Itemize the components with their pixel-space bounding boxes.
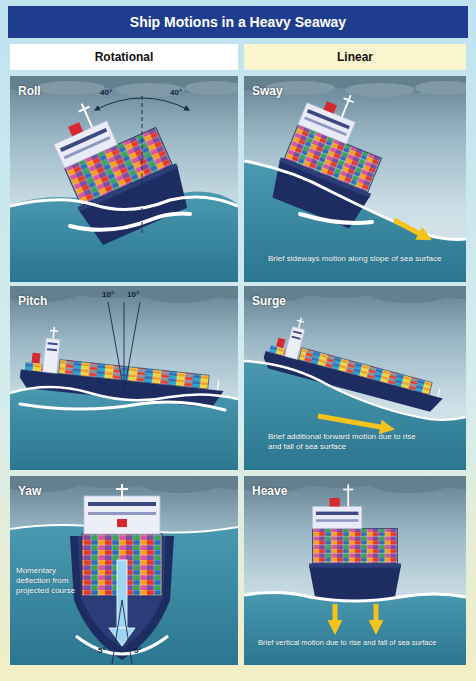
diagram-title: Ship Motions in a Heavy Seaway <box>8 6 468 38</box>
surge-scene <box>244 286 466 470</box>
ship-top-view <box>88 512 156 515</box>
yaw-scene <box>195 476 238 489</box>
motion-description: Brief vertical motion due to rise and fa… <box>258 638 458 648</box>
angle-label: 5° <box>98 646 106 655</box>
yaw-scene <box>10 476 238 493</box>
motion-name: Roll <box>18 84 41 98</box>
column-heading: Rotational <box>10 44 238 70</box>
sway-scene <box>244 76 466 282</box>
ship-top-view <box>70 484 174 660</box>
pitch-scene <box>10 286 238 470</box>
motion-panel: YawMomentary deflection from projected c… <box>10 476 238 665</box>
motion-panel: SurgeBrief additional forward motion due… <box>244 286 466 470</box>
motion-panel: Roll <box>10 76 238 282</box>
column-heading: Linear <box>244 44 466 70</box>
angle-label: 40° <box>170 88 182 97</box>
motion-name: Pitch <box>18 294 47 308</box>
surge-scene <box>425 286 466 299</box>
ship-top-view <box>121 484 123 500</box>
angle-line <box>122 600 132 664</box>
angle-label: 10° <box>127 290 139 299</box>
surge-scene <box>244 361 466 420</box>
heave-scene <box>244 476 466 665</box>
ship-top-view <box>88 502 156 506</box>
ship-front-view <box>40 78 195 248</box>
angle-label: 40° <box>100 88 112 97</box>
pitch-scene <box>10 286 238 470</box>
sway-scene <box>415 81 466 95</box>
motion-panel: HeaveBrief vertical motion due to rise a… <box>244 476 466 665</box>
roll-scene <box>10 76 238 282</box>
motion-name: Heave <box>252 484 287 498</box>
angle-line <box>124 302 140 392</box>
sway-scene <box>265 81 466 97</box>
roll-scene <box>35 81 238 97</box>
angle-label: 10° <box>102 290 114 299</box>
column-header: Linear <box>244 44 466 70</box>
ship-top-view <box>84 496 160 534</box>
heave-scene <box>244 592 466 601</box>
motion-arrow <box>333 604 338 626</box>
yaw-scene <box>10 524 238 665</box>
angle-line <box>108 302 124 392</box>
pitch-scene <box>20 402 225 410</box>
heave-scene <box>244 476 466 665</box>
roll-scene <box>70 214 190 230</box>
course-arrow <box>117 560 127 628</box>
angle-label: 5° <box>134 646 142 655</box>
motion-panel: Pitch <box>10 286 238 470</box>
motion-name: Sway <box>252 84 283 98</box>
motion-name: Yaw <box>18 484 41 498</box>
ship-front-view <box>309 484 401 601</box>
course-arrow <box>109 628 135 646</box>
motion-panel: SwayBrief sideways motion along slope of… <box>244 76 466 282</box>
motion-description: Momentary deflection from projected cour… <box>16 566 82 596</box>
sway-scene <box>244 76 466 282</box>
pitch-scene <box>195 286 238 299</box>
ship-front-view <box>266 80 403 232</box>
motion-description: Brief additional forward motion due to r… <box>268 432 428 452</box>
angle-line <box>112 600 122 664</box>
ship-top-view <box>117 519 127 527</box>
yaw-scene <box>10 476 238 665</box>
motion-arrow <box>394 220 424 236</box>
sway-scene <box>345 83 415 97</box>
ship-top-view <box>116 488 128 490</box>
surge-scene <box>244 286 466 470</box>
motion-name: Surge <box>252 294 286 308</box>
angle-arc <box>95 98 189 110</box>
sway-scene <box>300 214 372 223</box>
sway-scene <box>244 161 466 239</box>
heave-scene <box>425 476 466 489</box>
column-header: Rotational <box>10 44 238 70</box>
angle-line <box>124 302 125 392</box>
yaw-scene <box>10 476 238 665</box>
motion-description: Brief sideways motion along slope of sea… <box>268 254 458 264</box>
motion-arrow <box>318 416 386 428</box>
roll-scene <box>10 76 238 282</box>
course-arrow <box>109 560 135 646</box>
roll-scene <box>35 81 105 95</box>
roll-scene <box>10 197 238 209</box>
roll-scene <box>115 83 185 97</box>
motion-arrow <box>374 604 379 626</box>
vertical-reference <box>142 96 143 236</box>
heave-scene <box>244 591 466 665</box>
roll-scene <box>185 81 238 95</box>
